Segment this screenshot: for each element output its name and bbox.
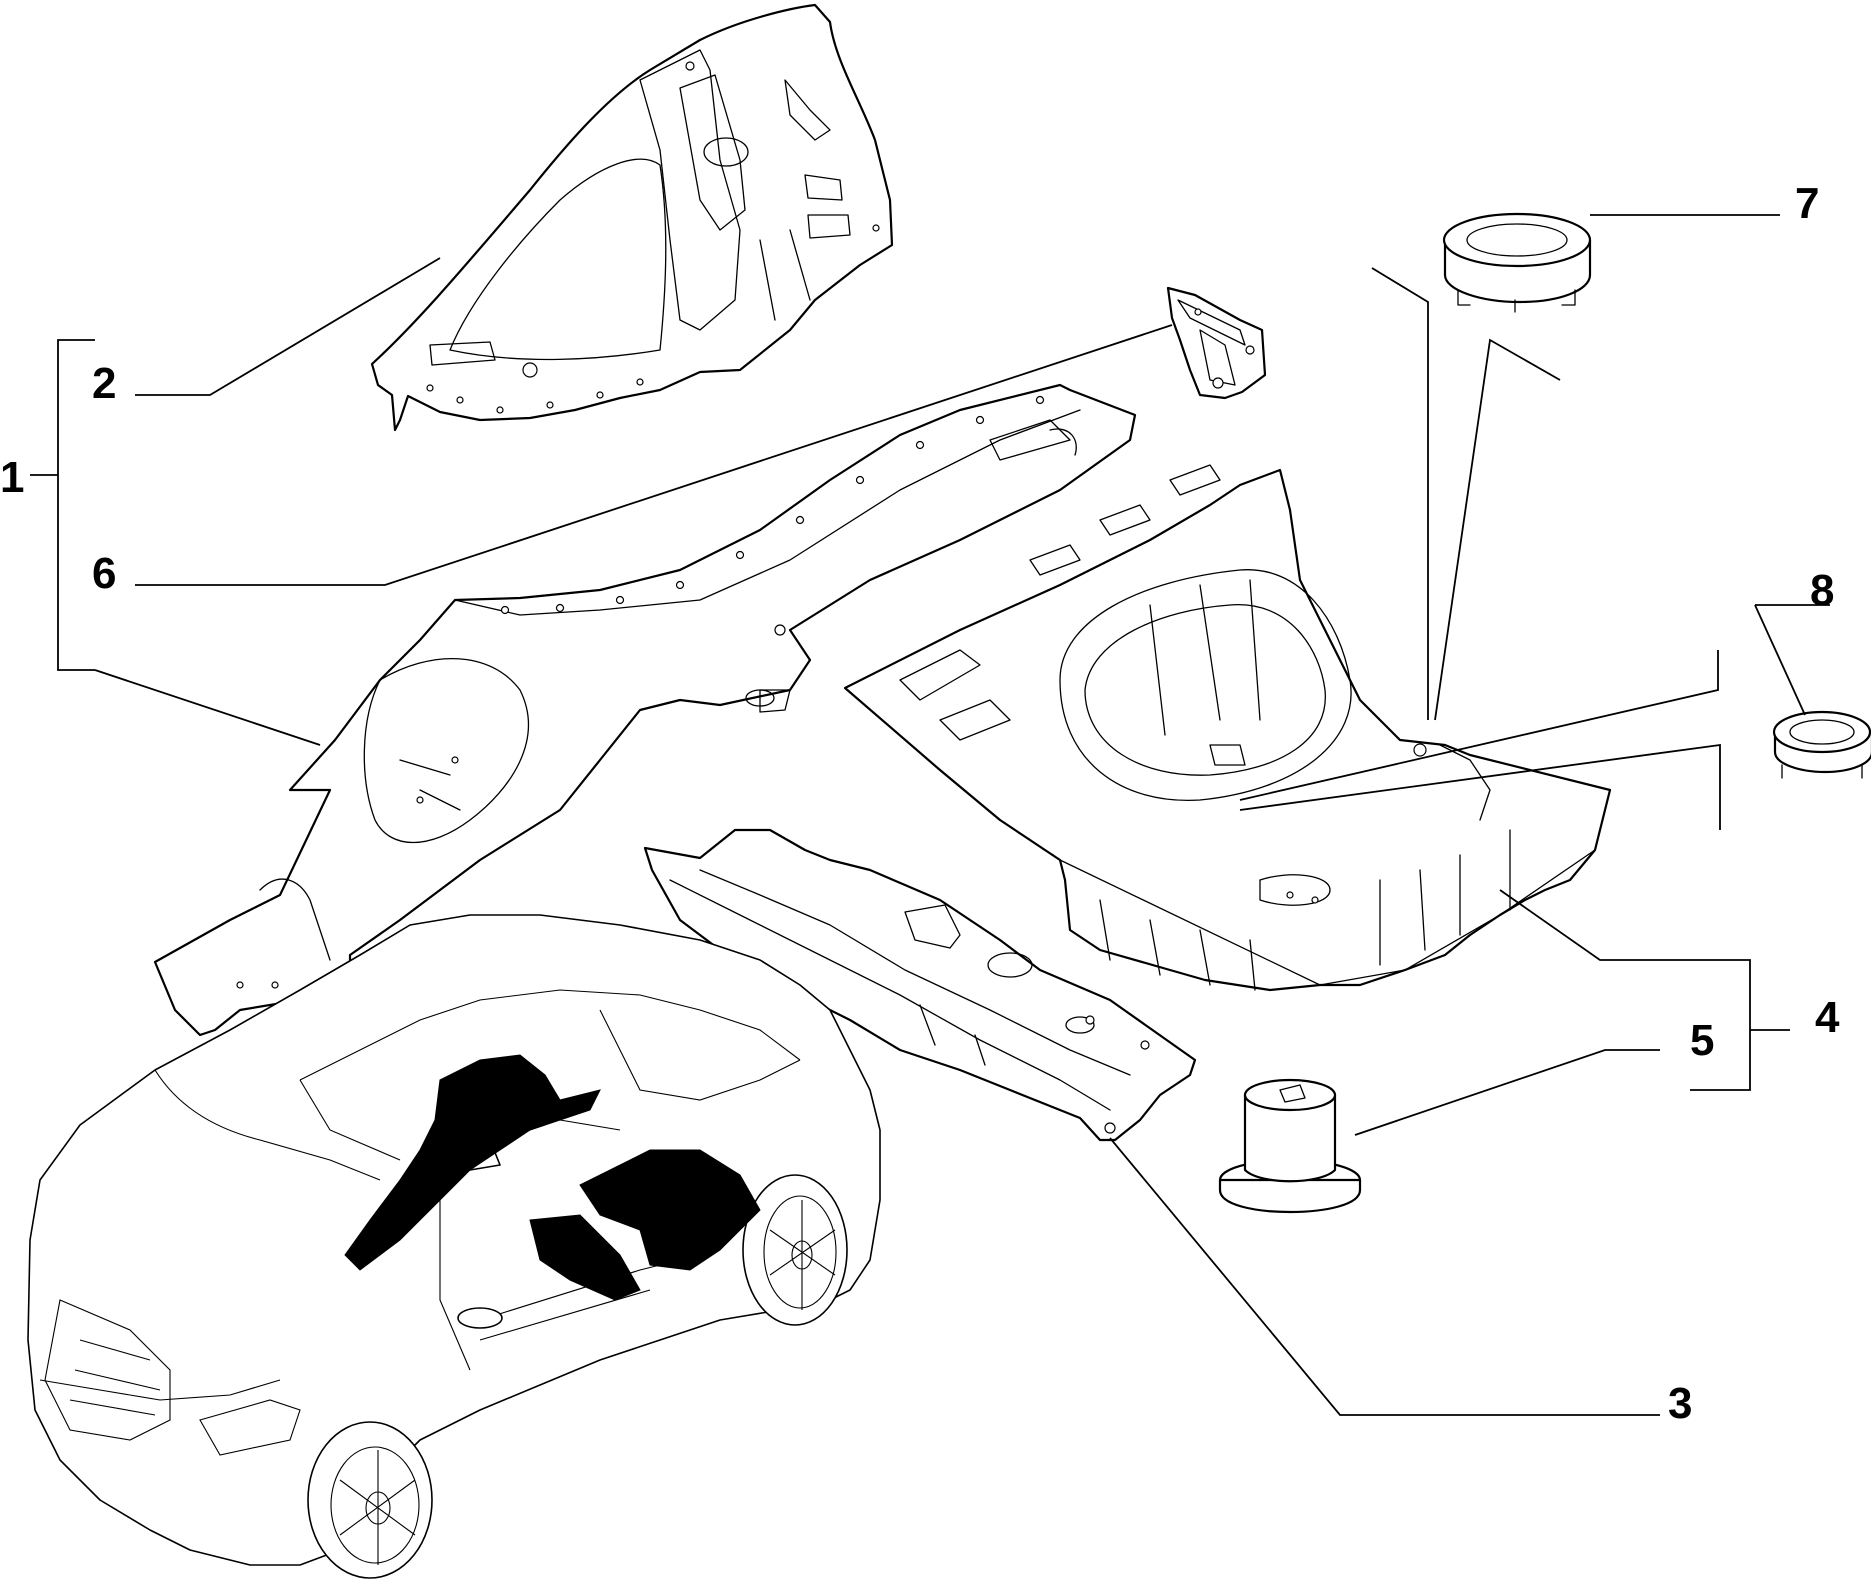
part-4-rear-floor-pan[interactable] — [843, 464, 1612, 992]
callout-7: 7 — [1795, 179, 1819, 228]
part-1-side-member[interactable] — [153, 383, 1137, 1037]
callout-6: 6 — [92, 549, 116, 598]
callout-2: 2 — [92, 359, 116, 408]
part-8-small-cap[interactable] — [1772, 710, 1871, 779]
callout-4: 4 — [1815, 993, 1840, 1042]
callout-5: 5 — [1690, 1016, 1714, 1065]
part-7-cap[interactable] — [1442, 212, 1592, 313]
leader-lines — [30, 214, 1830, 1416]
callout-labels: 1 2 6 7 8 4 5 3 — [0, 179, 1840, 1428]
part-5-rubber-stop[interactable] — [1218, 1078, 1362, 1214]
part-6-bracket[interactable] — [1166, 286, 1267, 400]
part-2-wheel-arch-panel[interactable] — [370, 3, 894, 432]
callout-8: 8 — [1810, 566, 1834, 615]
callout-1: 1 — [0, 453, 24, 502]
callout-3: 3 — [1668, 1379, 1692, 1428]
car-overview-illustration — [27, 914, 881, 1579]
